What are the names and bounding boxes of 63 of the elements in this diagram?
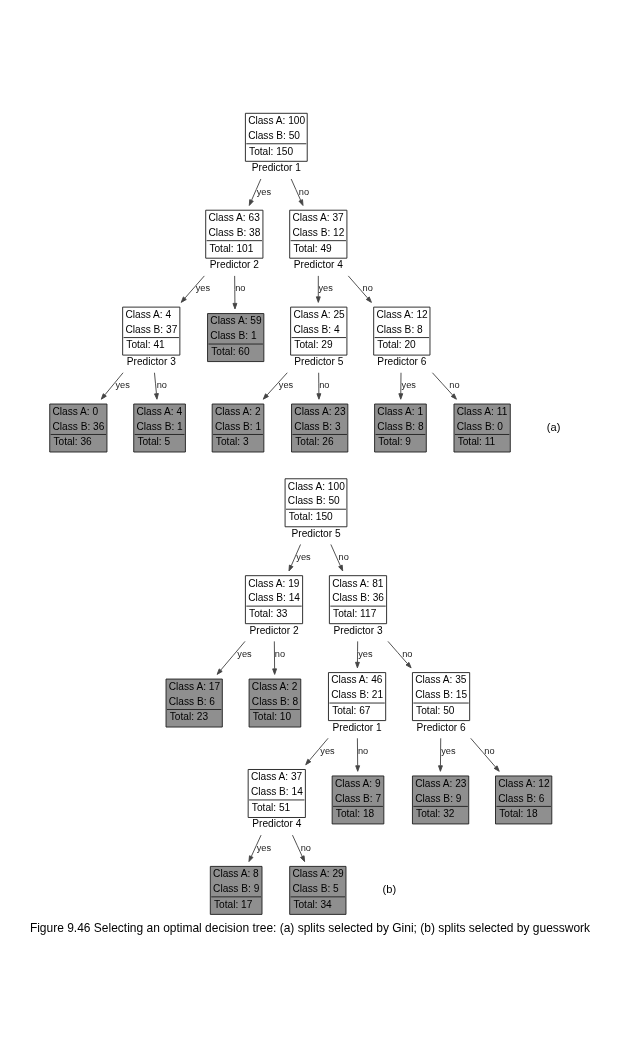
arrow [272,640,277,675]
arrow [431,371,457,400]
edge-label: yes [195,282,211,293]
edge-label: no [362,282,373,293]
arrow [330,543,344,571]
arrow [180,274,205,303]
edge-label: no [402,648,413,659]
node-label: Predictor 2 [249,624,299,636]
arrow [355,640,360,668]
edge-label: no [235,282,246,293]
edge-label: yes [320,745,335,756]
arrow [262,371,288,400]
node-label: Predictor 5 [291,527,341,539]
edge-label: yes [296,551,311,562]
edge-label: yes [115,379,130,390]
arrow [288,543,301,571]
edge-label: yes [278,379,294,390]
arrow [387,640,412,668]
edge-label: no [274,648,286,659]
node-label: Predictor 6 [416,721,466,733]
edge-label: no [298,186,310,197]
arrow [438,737,443,772]
edge-label: yes [358,648,373,659]
arrow [315,274,321,303]
edge-label: no [300,842,311,853]
edge-label: yes [441,745,456,756]
node-label: Predictor 1 [251,161,301,173]
node-label: Predictor 5 [294,355,344,367]
arrow [216,640,246,675]
edge-label: no [319,379,330,390]
label: (b) [382,882,397,895]
arrow [290,178,304,206]
arrow [305,737,329,765]
edge-label: no [484,745,495,756]
node-label: Predictor 6 [377,355,427,367]
edge-label: no [338,551,349,562]
node-label: Predictor 3 [333,624,383,636]
arrow [154,371,159,400]
arrow [232,274,238,309]
arrow [347,274,372,303]
edge-label: yes [256,186,272,197]
label: (a) [546,420,561,433]
edge-label: yes [256,842,272,853]
node-label: Predictor 3 [126,355,176,367]
arrow [100,371,124,400]
node-label: Predictor 1 [332,721,382,733]
edge-label: yes [401,379,416,390]
edge-label: no [449,379,460,390]
arrow [398,371,404,400]
arrow [316,371,322,400]
arrow [470,737,500,772]
arrow [248,834,262,862]
edge-label: yes [318,282,333,293]
arrow [248,178,262,206]
edge-label: no [156,379,168,390]
node-label: Predictor 4 [293,258,343,270]
edge-label: yes [237,648,252,659]
node-label: Predictor 2 [209,258,259,270]
caption: Figure 9.46 Selecting an optimal decision tree: (a) splits selected by Gini; (b) splits selected by guesswork [29,920,591,935]
arrow [355,737,361,772]
arrow [292,834,306,862]
node-label: Predictor 4 [252,817,302,829]
edge-label: no [357,745,369,756]
